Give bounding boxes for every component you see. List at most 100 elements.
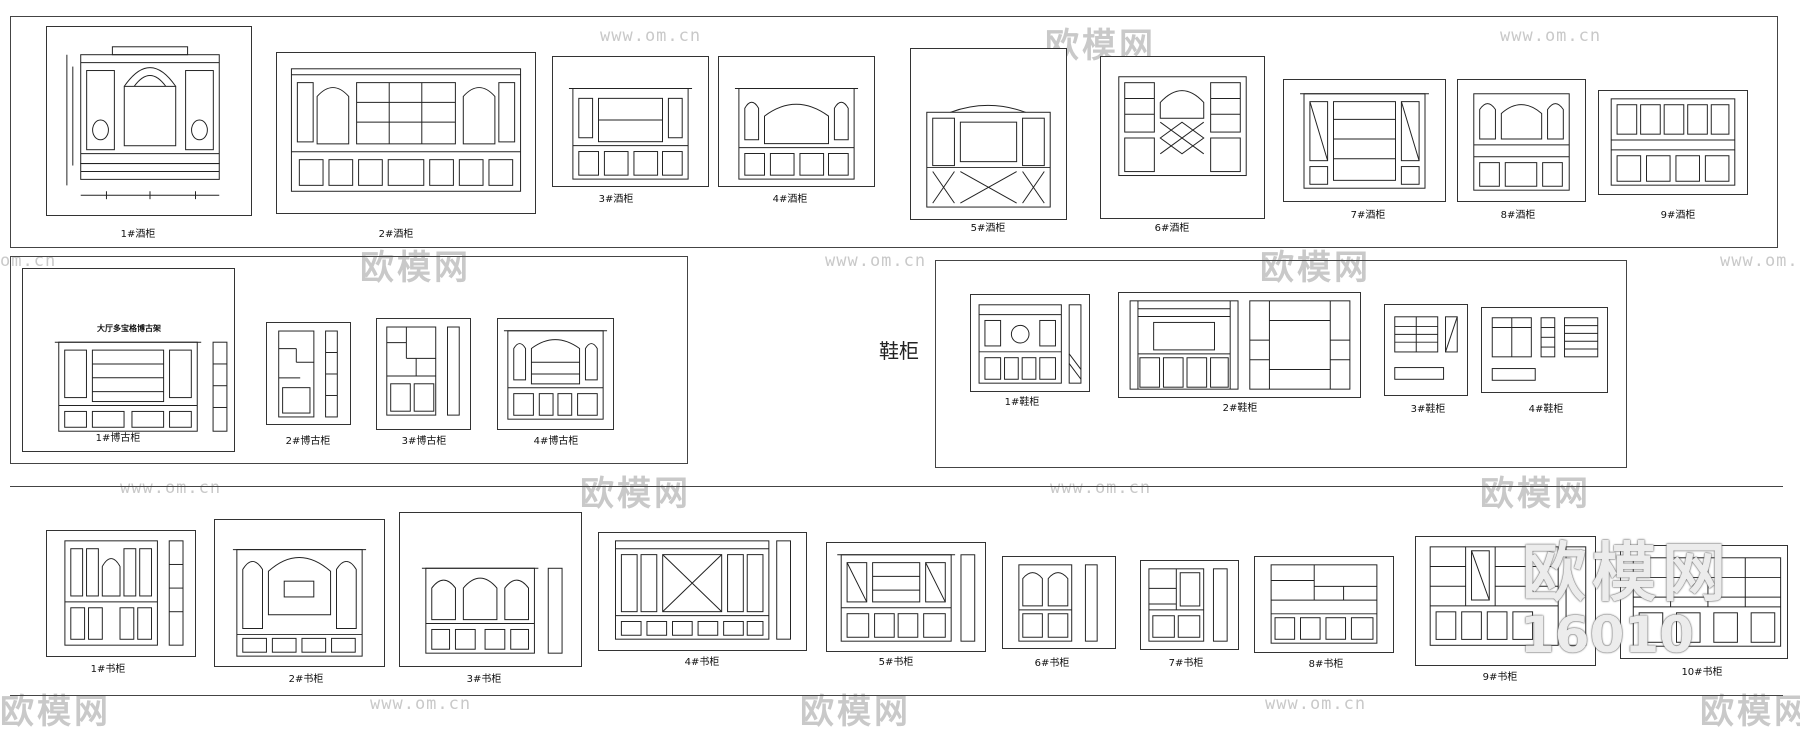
drawing-caption: 1#博古柜 bbox=[95, 433, 141, 444]
drawing-caption: 2#书柜 bbox=[288, 674, 324, 685]
drawing-panel bbox=[376, 318, 471, 430]
drawing-caption: 5#书柜 bbox=[878, 657, 914, 668]
drawing-caption: 10#书柜 bbox=[1681, 667, 1723, 678]
drawing-panel bbox=[1384, 304, 1468, 396]
cabinet-elevation bbox=[64, 540, 184, 646]
drawing-caption: 6#书柜 bbox=[1034, 658, 1070, 669]
drawing-caption: 9#书柜 bbox=[1482, 672, 1518, 683]
drawing-panel bbox=[1283, 79, 1446, 202]
drawing-panel bbox=[214, 519, 385, 667]
shoe-cabinet-section-label: 鞋柜 bbox=[879, 339, 919, 363]
cabinet-elevation bbox=[1270, 564, 1378, 644]
drawing-panel bbox=[598, 532, 807, 651]
cabinet-elevation bbox=[1300, 93, 1429, 189]
cabinet-elevation bbox=[503, 330, 608, 420]
drawing-caption: 2#鞋柜 bbox=[1222, 403, 1258, 414]
cabinet-elevation bbox=[232, 549, 367, 657]
drawing-panel bbox=[1254, 556, 1394, 653]
drawing-caption: 1#鞋柜 bbox=[1004, 397, 1040, 408]
drawing-caption: 3#书柜 bbox=[466, 674, 502, 685]
watermark-url: www.om.cn bbox=[1265, 694, 1367, 714]
drawing-panel bbox=[46, 26, 252, 216]
cabinet-elevation bbox=[421, 567, 563, 654]
drawing-panel bbox=[1457, 79, 1586, 202]
cabinet-elevation bbox=[734, 88, 859, 180]
cabinet-elevation bbox=[926, 104, 1051, 208]
stamp-logo: 欧模网 bbox=[1522, 537, 1732, 611]
watermark-url: www.om.cn bbox=[825, 251, 927, 271]
drawing-panel bbox=[910, 48, 1067, 220]
drawing-panel bbox=[1598, 90, 1748, 195]
section-divider bbox=[10, 486, 1783, 487]
cabinet-elevation bbox=[568, 88, 693, 180]
cabinet-elevation bbox=[1429, 546, 1587, 646]
watermark-logo: 欧模网 bbox=[580, 474, 691, 514]
drawing-caption: 2#酒柜 bbox=[378, 229, 414, 240]
drawing-caption: 2#博古柜 bbox=[285, 436, 331, 447]
watermark-logo: 欧模网 bbox=[0, 692, 111, 732]
drawing-caption: 9#酒柜 bbox=[1660, 210, 1696, 221]
cabinet-elevation bbox=[837, 554, 976, 642]
watermark-logo: 欧模网 bbox=[1480, 474, 1591, 514]
drawing-panel bbox=[1100, 56, 1265, 219]
drawing-panel bbox=[266, 322, 351, 425]
drawing-panel bbox=[497, 318, 614, 430]
drawing-panel bbox=[1118, 292, 1361, 398]
drawing-caption: 8#酒柜 bbox=[1500, 210, 1536, 221]
cabinet-elevation bbox=[386, 326, 460, 416]
drawing-caption: 4#鞋柜 bbox=[1528, 404, 1564, 415]
drawing-caption: 3#酒柜 bbox=[598, 194, 634, 205]
cabinet-elevation bbox=[1129, 300, 1351, 390]
stamp-id: 16010 bbox=[1520, 606, 1694, 664]
watermark-url: www.om.cn bbox=[370, 694, 472, 714]
watermark-logo: 欧模网 bbox=[1700, 692, 1800, 732]
drawing-panel bbox=[718, 56, 875, 187]
drawing-panel: 大厅多宝格博古架 bbox=[22, 268, 235, 452]
cabinet-elevation bbox=[1118, 76, 1247, 177]
cabinet-elevation bbox=[278, 330, 338, 418]
drawing-panel bbox=[1415, 536, 1596, 666]
drawing-caption: 7#书柜 bbox=[1168, 658, 1204, 669]
drawing-panel bbox=[276, 52, 536, 214]
cabinet-elevation bbox=[1018, 564, 1098, 642]
cabinet-elevation bbox=[66, 46, 220, 200]
drawing-caption: 7#酒柜 bbox=[1350, 210, 1386, 221]
cabinet-elevation bbox=[978, 304, 1082, 384]
drawing-caption: 4#酒柜 bbox=[772, 194, 808, 205]
drawing-caption: 4#书柜 bbox=[684, 657, 720, 668]
watermark-url: www.om.cn bbox=[1720, 251, 1800, 271]
section-divider bbox=[10, 695, 1783, 696]
cabinet-elevation bbox=[54, 341, 228, 432]
cabinet-elevation bbox=[1632, 557, 1782, 647]
wine-cabinet-group-frame bbox=[10, 16, 1778, 248]
cabinet-elevation bbox=[1394, 316, 1458, 380]
drawing-caption: 3#博古柜 bbox=[401, 436, 447, 447]
cabinet-elevation bbox=[1148, 568, 1228, 642]
drawing-caption: 1#酒柜 bbox=[120, 229, 156, 240]
drawing-panel bbox=[1140, 560, 1239, 650]
drawing-panel bbox=[1481, 307, 1608, 393]
drawing-panel bbox=[1002, 556, 1116, 649]
cabinet-elevation bbox=[1491, 317, 1599, 381]
curio-cabinet-group-frame bbox=[10, 256, 688, 464]
drawing-panel bbox=[46, 530, 196, 657]
drawing-panel bbox=[1620, 545, 1788, 659]
drawing-caption: 5#酒柜 bbox=[970, 223, 1006, 234]
drawing-caption: 6#酒柜 bbox=[1154, 223, 1190, 234]
drawing-panel bbox=[970, 294, 1090, 392]
cabinet-elevation bbox=[1473, 93, 1570, 191]
drawing-panel bbox=[399, 512, 582, 667]
drawing-caption: 1#书柜 bbox=[90, 664, 126, 675]
drawing-caption: 4#博古柜 bbox=[533, 436, 579, 447]
watermark-url: www.om.cn bbox=[120, 478, 222, 498]
drawing-heading: 大厅多宝格博古架 bbox=[97, 324, 161, 333]
drawing-caption: 8#书柜 bbox=[1308, 659, 1344, 670]
drawing-panel bbox=[826, 542, 986, 652]
cabinet-elevation bbox=[614, 540, 791, 640]
watermark-logo: 欧模网 bbox=[800, 692, 911, 732]
drawing-panel bbox=[552, 56, 709, 187]
cabinet-elevation bbox=[290, 68, 522, 192]
watermark-url: www.om.cn bbox=[1050, 478, 1152, 498]
cabinet-elevation bbox=[1610, 98, 1736, 186]
drawing-caption: 3#鞋柜 bbox=[1410, 404, 1446, 415]
